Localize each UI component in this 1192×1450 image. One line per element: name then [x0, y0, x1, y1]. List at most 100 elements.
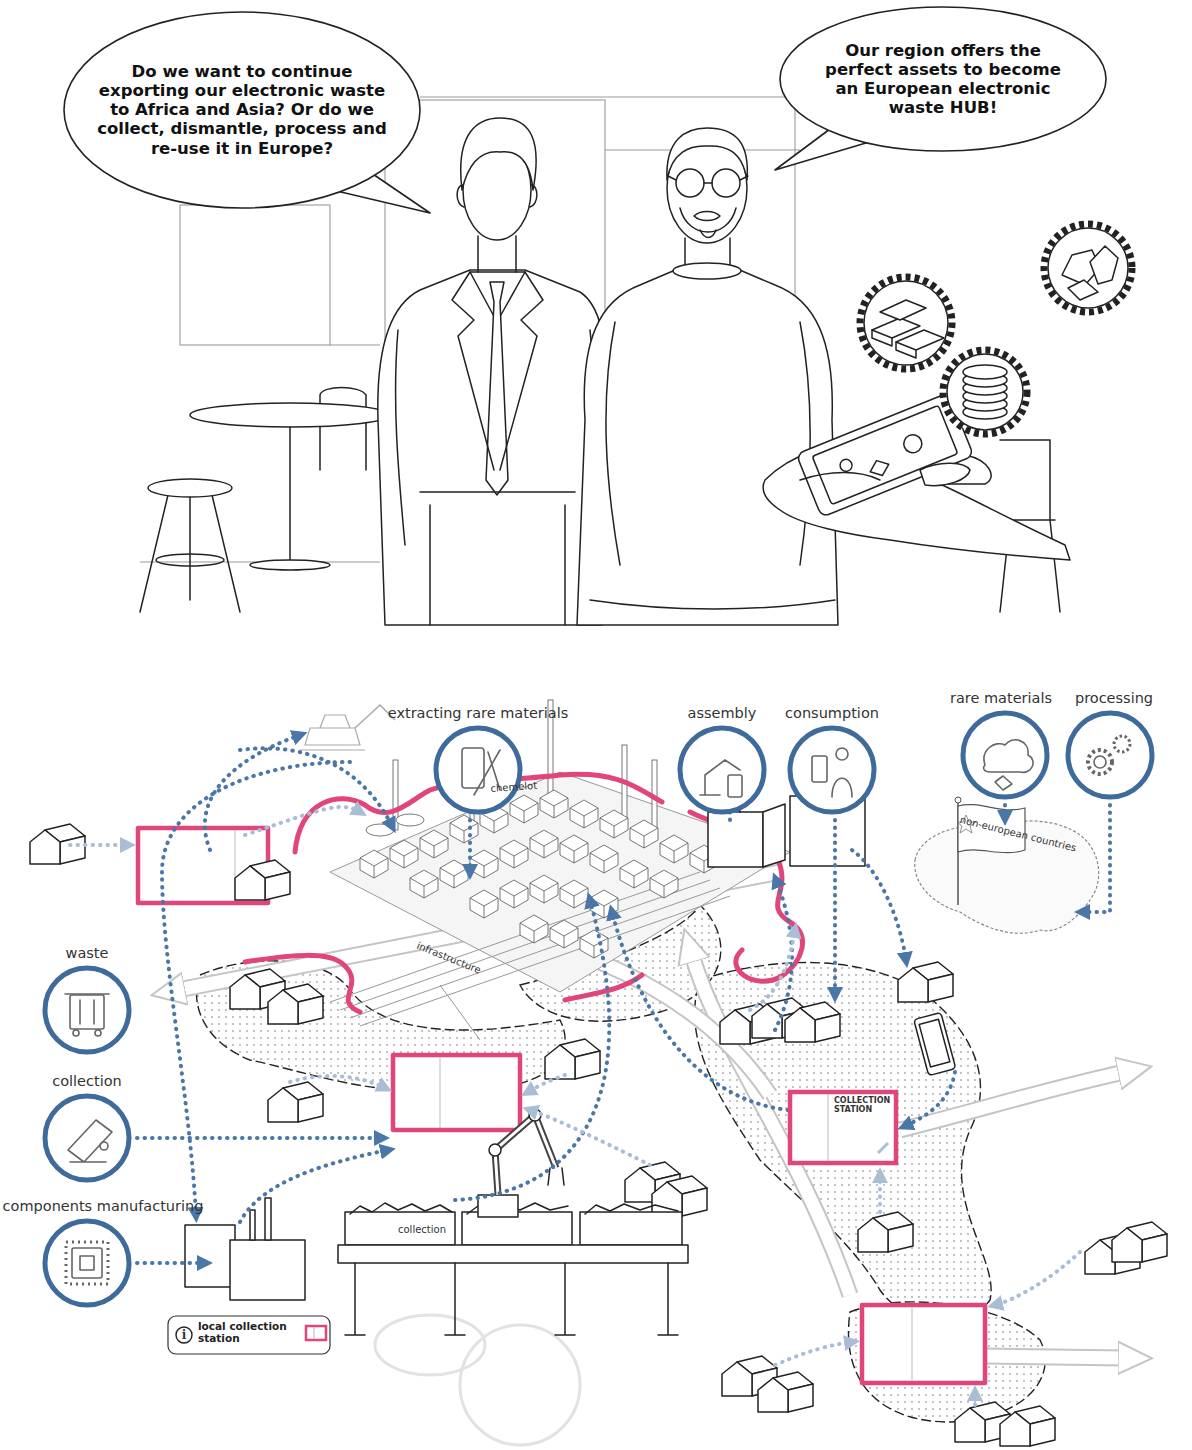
info-icon-letter: i [176, 1327, 192, 1343]
hand-with-phone [920, 463, 970, 485]
industrial-complex [550, 920, 578, 948]
industrial-complex [630, 820, 658, 848]
local-collection-stations [393, 1055, 520, 1130]
flow-arrows [240, 748, 392, 826]
bubble-outline [780, 7, 1106, 151]
industrial-complex [390, 840, 418, 868]
table [190, 388, 390, 571]
room-background [180, 205, 330, 345]
man-in-suit [378, 270, 606, 625]
flow-arrows [750, 930, 795, 1010]
industrial-complex [560, 835, 588, 863]
man-in-sweater [800, 322, 810, 565]
legend-frame [168, 1316, 330, 1354]
man-in-sweater [680, 208, 736, 232]
flow-arrows [137, 1136, 382, 1140]
flow-arrows [290, 1076, 385, 1088]
industrial-complex [450, 815, 478, 843]
houses [545, 1039, 600, 1079]
conveyor [338, 1245, 688, 1263]
coins-badge [947, 354, 1023, 430]
flow-arrows [995, 1252, 1080, 1305]
local-collection-stations [862, 1305, 985, 1383]
man-in-suit [478, 236, 516, 272]
circle-heading: assembly [688, 705, 757, 721]
roads [985, 1356, 1125, 1358]
stage-icons [45, 713, 1152, 1305]
industrial-complex [350, 888, 720, 1018]
phone-icon [919, 1019, 950, 1067]
circle-outline [680, 728, 764, 812]
industrial-complex [420, 830, 448, 858]
stage-icons [728, 775, 742, 797]
flow-arrows [240, 1150, 388, 1222]
stage-circle: assembly [676, 724, 768, 816]
table [289, 427, 291, 560]
industrial-complex [580, 930, 608, 958]
flow-arrows [528, 1075, 565, 1092]
hand-with-phone [763, 393, 1070, 560]
stage-icons [73, 1030, 79, 1036]
stage-icons [80, 1256, 94, 1270]
man-in-sweater [577, 268, 838, 625]
industrial-complex [570, 800, 598, 828]
flow-arrows [70, 735, 1110, 1405]
excavator [300, 715, 365, 750]
circle-heading: consumption [785, 705, 879, 721]
gold-bars-badge [896, 330, 944, 350]
circle-heading: components manufacturing [3, 1198, 204, 1214]
collection-station-box: COLLECTION STATION [788, 1090, 898, 1165]
conveyor [350, 1203, 452, 1214]
rocks-badge [1048, 228, 1128, 308]
houses [1000, 1406, 1055, 1446]
speech-text: Do we want to continue exporting our ele… [96, 62, 388, 158]
stage-icons [1094, 756, 1106, 768]
stage-icons [436, 728, 520, 812]
circle-outline [45, 1096, 129, 1180]
excavator [300, 705, 395, 750]
stage-icons [45, 1096, 129, 1180]
stage-icons [95, 1030, 101, 1036]
stage-icons [45, 968, 129, 1052]
local-collection-stations [912, 1307, 913, 1381]
conveyor [345, 1212, 455, 1245]
coins-badge [963, 365, 1007, 379]
stage-circle: components manufacturing [41, 1217, 133, 1309]
station-sample [306, 1326, 326, 1340]
man-in-suit [378, 118, 606, 625]
stage-icons [680, 728, 764, 812]
station-edge [828, 1094, 829, 1161]
node-outline [41, 1092, 133, 1184]
gold-bars-badge [880, 300, 926, 320]
room-background [330, 344, 380, 345]
industrial-complex [340, 880, 710, 1010]
industrial-complex [440, 985, 480, 1040]
conveyor [580, 1212, 682, 1245]
circle-outline [963, 713, 1047, 797]
man-in-suit [500, 272, 543, 470]
industrial-complex [590, 845, 618, 873]
industrial-complex [470, 890, 498, 918]
land-regions [460, 1325, 580, 1445]
stage-icons [1088, 750, 1112, 774]
stool [156, 554, 224, 566]
stage-circle: extracting rare materials [432, 724, 524, 816]
legend-frame [168, 1316, 330, 1354]
stool [212, 495, 240, 612]
gold-bars-badge [860, 277, 952, 369]
man-in-sweater [577, 128, 838, 625]
circle-outline [45, 1221, 129, 1305]
stage-icons [1068, 713, 1152, 797]
stage-icons [790, 728, 874, 812]
industrial-complex [330, 700, 790, 1040]
flow-arrows [852, 850, 906, 960]
man-in-suit [457, 185, 537, 207]
buildings [265, 1198, 271, 1240]
stool [148, 479, 232, 497]
stage-icons [1114, 736, 1130, 752]
roads [178, 872, 1125, 1358]
stage-circle: collection [41, 1092, 133, 1184]
stage-circle: waste [41, 964, 133, 1056]
station-mark [878, 1143, 888, 1153]
stage-icons [984, 740, 1033, 773]
